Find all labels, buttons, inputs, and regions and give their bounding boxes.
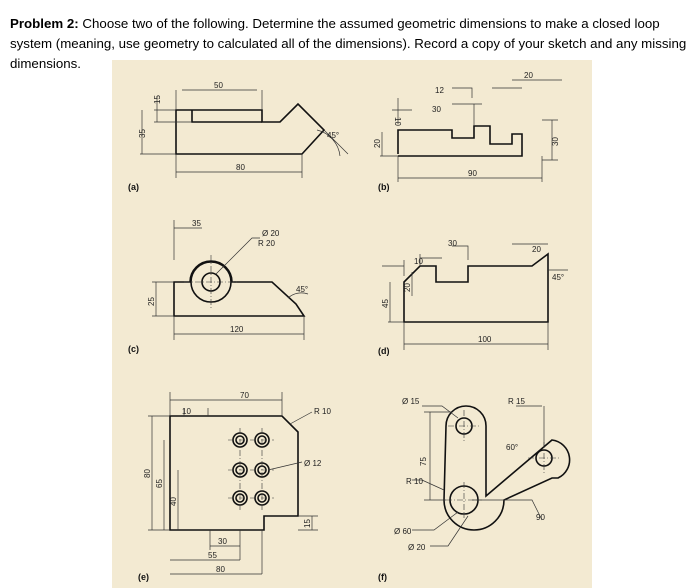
dim-e-r10: R 10 — [314, 407, 331, 416]
dim-a-50: 50 — [214, 81, 223, 90]
label-a: (a) — [128, 182, 139, 192]
dim-b-90: 90 — [468, 169, 477, 178]
dim-c-120: 120 — [230, 325, 244, 334]
dim-e-65: 65 — [155, 479, 164, 488]
dim-f-r10: R 10 — [406, 477, 423, 486]
dim-d-30: 30 — [448, 239, 457, 248]
dim-d-20-top: 20 — [532, 245, 541, 254]
dim-b-30: 30 — [432, 105, 441, 114]
label-f: (f) — [378, 572, 387, 582]
dim-f-dia15: Ø 15 — [402, 397, 420, 406]
drawing-e: 70 10 R 10 Ø 12 80 65 40 15 30 55 80 (e) — [138, 391, 331, 582]
dim-a-35: 35 — [138, 129, 147, 138]
dim-c-r20: R 20 — [258, 239, 275, 248]
technical-drawings: 50 15 35 80 45° (a) 12 20 30 10 20 90 30… — [128, 71, 571, 582]
dim-a-15: 15 — [153, 95, 162, 104]
label-c: (c) — [128, 344, 139, 354]
problem-heading: Problem 2: — [10, 16, 79, 31]
label-b: (b) — [378, 182, 390, 192]
dim-f-60: 60° — [506, 443, 518, 452]
dim-b-20-left: 20 — [373, 139, 382, 148]
dim-b-12: 12 — [435, 86, 444, 95]
dim-f-75: 75 — [419, 457, 428, 466]
dim-e-70: 70 — [240, 391, 249, 400]
drawing-figure: 50 15 35 80 45° (a) 12 20 30 10 20 90 30… — [112, 60, 592, 588]
dim-e-15: 15 — [303, 519, 312, 528]
drawing-b: 12 20 30 10 20 90 30 (b) — [373, 71, 562, 192]
dim-d-20-left: 20 — [403, 283, 412, 292]
label-d: (d) — [378, 346, 390, 356]
dim-d-10: 10 — [414, 257, 423, 266]
dim-e-10: 10 — [182, 407, 191, 416]
problem-statement: Problem 2: Choose two of the following. … — [10, 14, 694, 74]
problem-text: Choose two of the following. Determine t… — [10, 16, 687, 71]
dim-f-r15: R 15 — [508, 397, 525, 406]
dim-e-30: 30 — [218, 537, 227, 546]
dim-d-45: 45 — [381, 299, 390, 308]
dim-e-80-bottom: 80 — [216, 565, 225, 574]
dim-c-35: 35 — [192, 219, 201, 228]
dim-c-dia20: Ø 20 — [262, 229, 280, 238]
dim-e-55: 55 — [208, 551, 217, 560]
dim-c-45: 45° — [296, 285, 308, 294]
drawing-f: Ø 15 R 15 60° 75 R 10 Ø 60 Ø 20 90 (f) — [378, 397, 571, 582]
dim-d-100: 100 — [478, 335, 492, 344]
drawing-c: 35 Ø 20 R 20 25 45° 120 (c) — [128, 219, 309, 354]
drawing-a: 50 15 35 80 45° (a) — [128, 81, 349, 192]
dim-f-90: 90 — [536, 513, 545, 522]
dim-e-dia12: Ø 12 — [304, 459, 322, 468]
drawing-d: 30 10 20 45° 20 45 100 (d) — [378, 239, 568, 356]
dim-d-45deg: 45° — [552, 273, 564, 282]
label-e: (e) — [138, 572, 149, 582]
dim-e-40: 40 — [169, 497, 178, 506]
dim-b-10: 10 — [393, 117, 402, 126]
dim-b-20-top: 20 — [524, 71, 533, 80]
dim-e-80-left: 80 — [143, 469, 152, 478]
dim-f-dia60: Ø 60 — [394, 527, 412, 536]
dim-c-25: 25 — [147, 297, 156, 306]
dim-b-30-right: 30 — [551, 137, 560, 146]
dim-a-45: 45° — [327, 131, 339, 140]
dim-f-dia20: Ø 20 — [408, 543, 426, 552]
dim-a-80: 80 — [236, 163, 245, 172]
